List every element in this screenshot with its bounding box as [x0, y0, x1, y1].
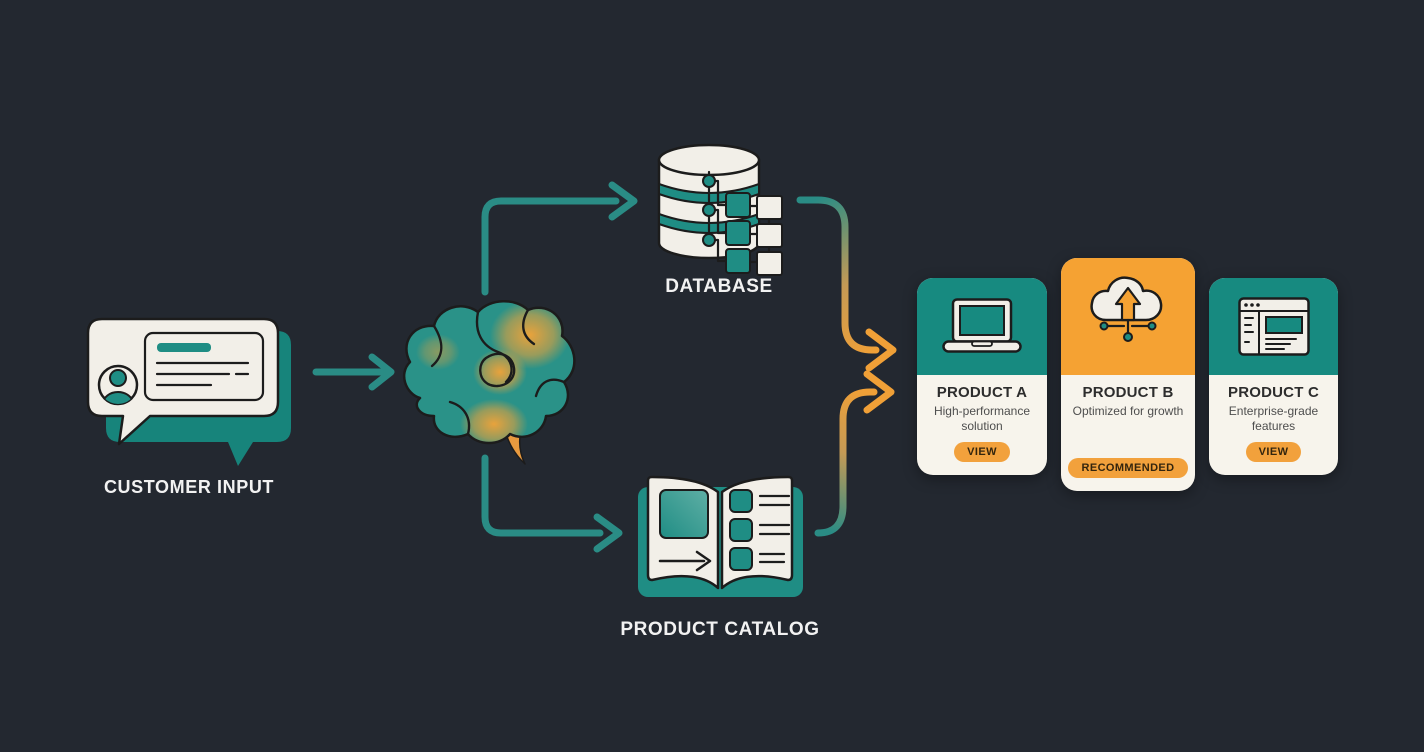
- product-card-c: PRODUCT C Enterprise-grade features VIEW: [1209, 278, 1338, 475]
- customer-input-icon: [86, 317, 291, 466]
- card-a-header: [917, 278, 1047, 375]
- card-a-subtitle: High-performance solution: [933, 404, 1031, 433]
- card-a-title: PRODUCT A: [936, 384, 1028, 401]
- database-icon: [657, 143, 783, 276]
- laptop-icon: [942, 297, 1022, 353]
- card-b-subtitle: Optimized for growth: [1072, 404, 1184, 418]
- card-a-body: PRODUCT A High-performance solution VIEW: [917, 375, 1047, 475]
- customer-input-label: CUSTOMER INPUT: [103, 477, 275, 497]
- card-c-title: PRODUCT C: [1228, 384, 1319, 401]
- arrow-brain-to-catalog: [481, 454, 623, 553]
- card-c-subtitle: Enterprise-grade features: [1228, 404, 1319, 433]
- message-card-icon: [143, 331, 265, 402]
- product-card-a: PRODUCT A High-performance solution VIEW: [917, 278, 1047, 475]
- cloud-upload-icon: [1090, 275, 1163, 342]
- product-catalog-icon: [638, 475, 803, 597]
- user-avatar-icon: [97, 364, 139, 406]
- card-c-body: PRODUCT C Enterprise-grade features VIEW: [1209, 375, 1338, 475]
- database-label: DATABASE: [665, 276, 773, 297]
- catalog-list-items: [729, 489, 791, 571]
- arrow-database-to-cards: [796, 196, 897, 372]
- catalog-image-placeholder: [659, 489, 709, 539]
- card-b-recommended-button[interactable]: RECOMMENDED: [1068, 458, 1188, 478]
- ai-brain-icon: [402, 299, 576, 465]
- card-b-title: PRODUCT B: [1082, 384, 1174, 401]
- arrow-catalog-to-cards: [814, 370, 895, 537]
- card-b-body: PRODUCT B Optimized for growth RECOMMEND…: [1061, 375, 1195, 491]
- card-c-header: [1209, 278, 1338, 375]
- catalog-arrow: [658, 550, 712, 572]
- database-schema-links: [702, 170, 783, 276]
- product-catalog-label: PRODUCT CATALOG: [620, 619, 820, 640]
- card-c-view-button[interactable]: VIEW: [1245, 442, 1302, 462]
- card-b-header: [1061, 258, 1195, 375]
- browser-window-icon: [1237, 296, 1310, 356]
- product-card-b: PRODUCT B Optimized for growth RECOMMEND…: [1061, 258, 1195, 491]
- arrow-customer-to-brain: [312, 353, 395, 391]
- card-a-view-button[interactable]: VIEW: [954, 442, 1010, 462]
- arrow-brain-to-database: [481, 181, 638, 296]
